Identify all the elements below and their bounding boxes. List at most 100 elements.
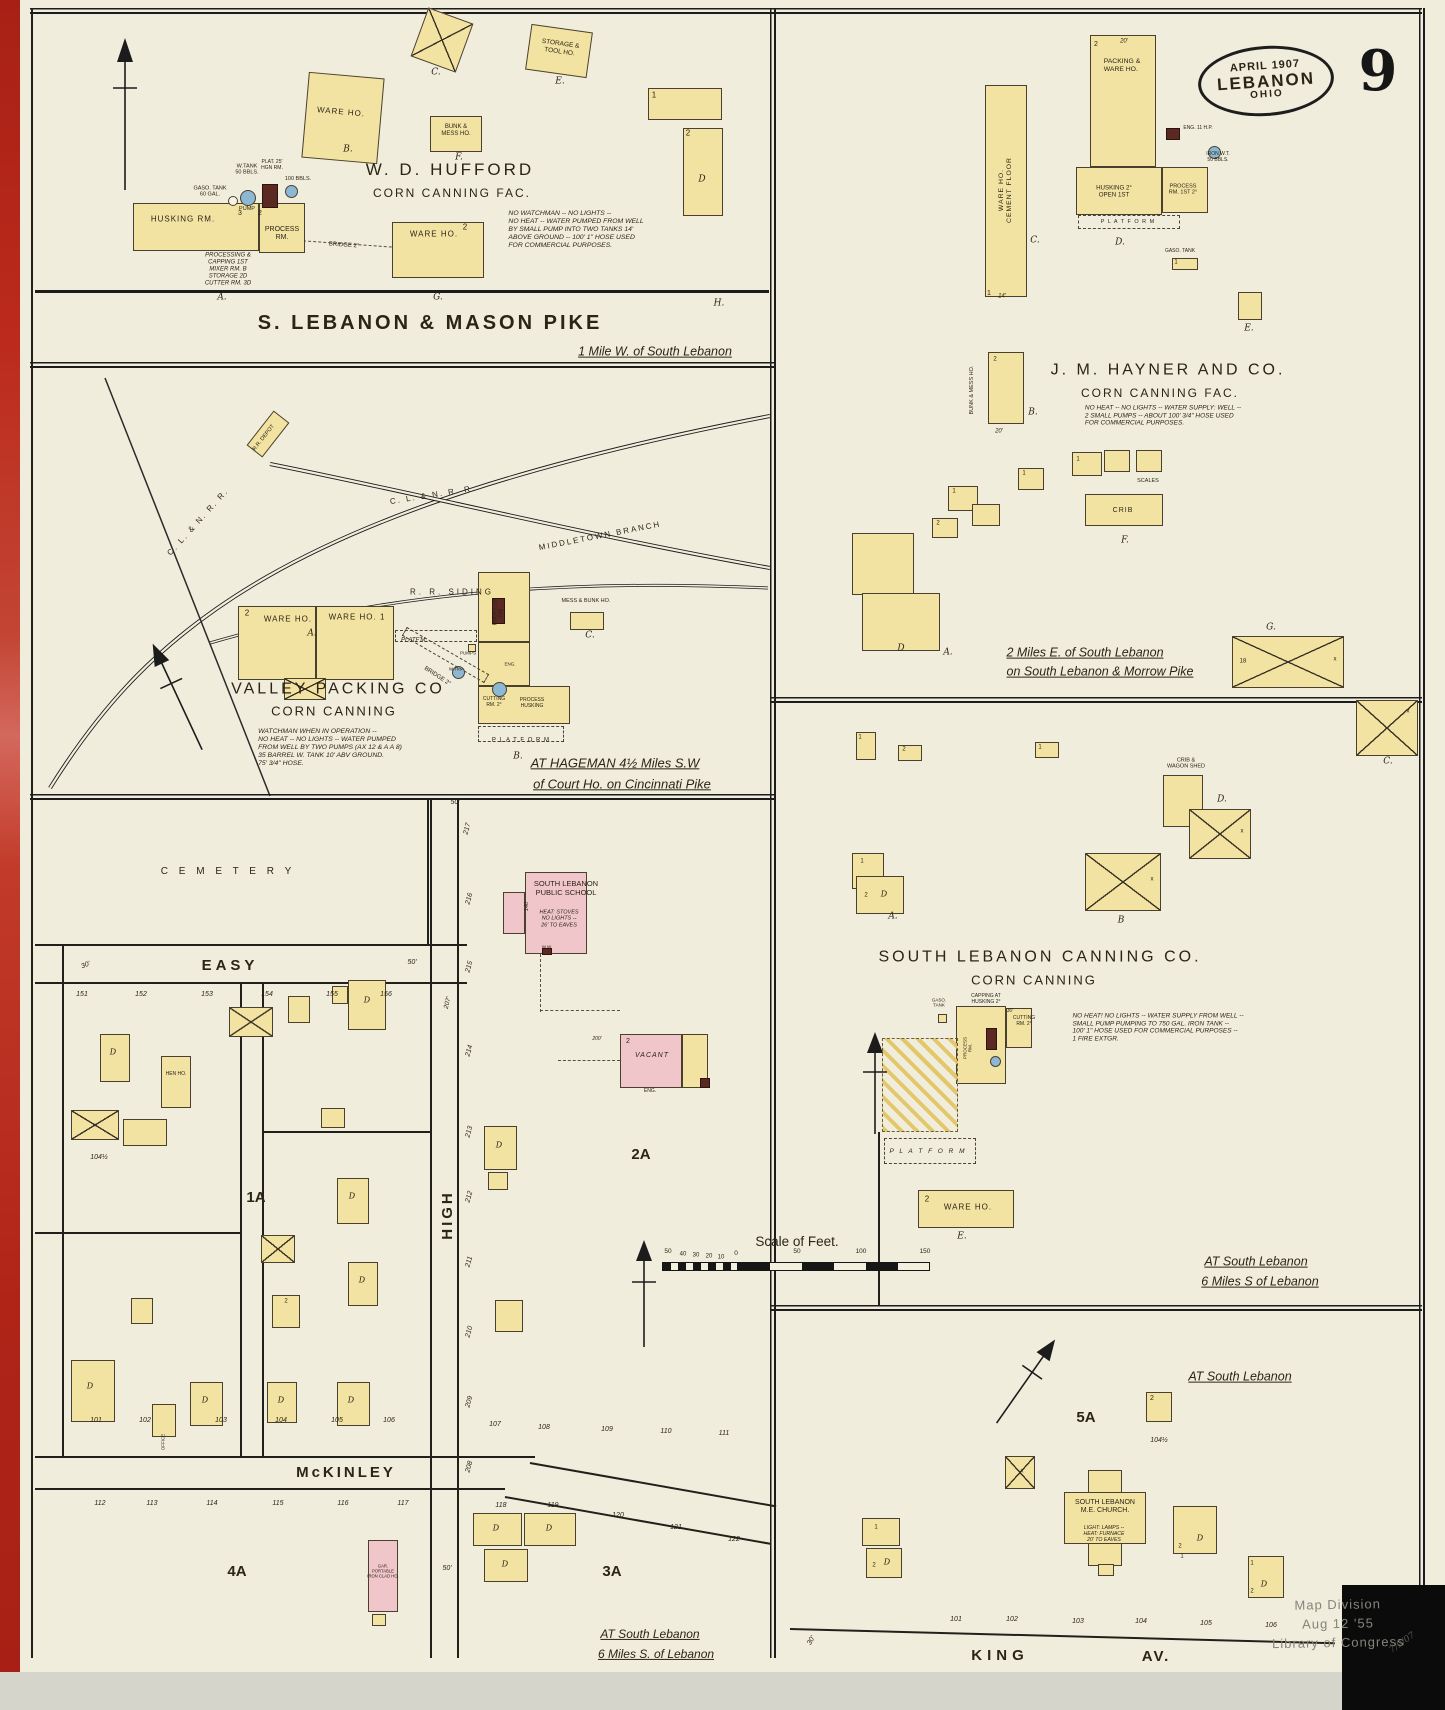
map-label: ENG.	[643, 1088, 657, 1095]
barn-g	[1232, 636, 1344, 688]
map-label: 215	[464, 960, 475, 974]
map-label: HUSKING 2° OPEN 1ST	[1096, 184, 1132, 199]
bld-process-rm	[1162, 167, 1208, 213]
map-label: 156	[380, 990, 392, 998]
slc-notes: NO HEAT! NO LIGHTS -- WATER SUPPLY FROM …	[1072, 1012, 1244, 1043]
dwelling-annex	[332, 986, 348, 1004]
hageman-loc-1: AT HAGEMAN 4½ Miles S.W	[530, 755, 700, 771]
map-label: E.	[1244, 323, 1254, 334]
divider-center	[770, 8, 776, 1658]
map-label: 122	[728, 1535, 740, 1543]
map-label: 116	[337, 1499, 349, 1507]
scale-title: Scale of Feet.	[755, 1234, 839, 1250]
map-label: 2	[1250, 1588, 1254, 1595]
map-label: D	[880, 889, 888, 899]
map-label: x	[1240, 828, 1244, 835]
map-label: CAPPING AT HUSKING 2°	[971, 993, 1001, 1005]
map-label: 213	[464, 1125, 475, 1139]
map-label: 209	[464, 1395, 475, 1409]
map-label: D	[347, 1395, 355, 1405]
dwelling	[100, 1034, 130, 1082]
map-label: E.	[957, 1231, 967, 1242]
bld-crib	[1085, 494, 1163, 526]
map-label: R. R. SIDING	[409, 587, 495, 597]
map-label: C.	[1030, 235, 1040, 246]
map-label: 30'	[806, 1634, 817, 1647]
dwelling	[131, 1298, 153, 1324]
cannery-main	[956, 1006, 1006, 1084]
bld-ware-ho-1-valley	[316, 606, 394, 680]
bld-ware-ho-2	[392, 222, 484, 278]
map-label: WARE HO. CEMENT FLOOR	[997, 157, 1013, 223]
map-label: 2	[626, 1037, 630, 1045]
dwelling	[337, 1382, 370, 1426]
map-label: 115	[272, 1499, 284, 1507]
dwelling	[862, 1518, 900, 1546]
hayner-loc-1: 2 Miles E. of South Lebanon	[1006, 645, 1164, 660]
loc-3a-2: 6 Miles S. of Lebanon	[597, 1646, 715, 1661]
dwelling	[71, 1360, 115, 1422]
binding-edge	[0, 0, 20, 1672]
scan-corner	[1342, 1585, 1445, 1710]
hufford-subtitle: CORN CANNING FAC.	[372, 185, 532, 200]
map-label: HEN HO.	[165, 1071, 187, 1078]
church-transept	[1064, 1492, 1146, 1544]
school-dash	[540, 1010, 620, 1011]
map-label: x	[1150, 876, 1154, 883]
map-label: D	[363, 995, 371, 1005]
map-label: F.	[1121, 535, 1129, 546]
map-label: 104	[275, 1416, 287, 1424]
platform	[478, 726, 564, 742]
sheet-number: 9	[1358, 38, 1398, 104]
map-label: 114	[206, 1499, 218, 1507]
map-label: 113	[146, 1499, 158, 1507]
barn	[1005, 1456, 1035, 1489]
map-label: PROCESS RM.	[264, 225, 300, 241]
map-label: WARE HO. 1	[328, 612, 386, 622]
map-label: D	[1260, 1579, 1268, 1589]
map-label: 107	[489, 1420, 501, 1428]
slc-loc-1: AT South Lebanon	[1204, 1254, 1308, 1269]
map-label: 50'	[407, 958, 417, 966]
street-mckinley-s	[35, 1488, 505, 1490]
bld-mess-bunk-ho	[570, 612, 604, 630]
dwelling	[856, 876, 904, 914]
shed	[1018, 468, 1044, 490]
map-label: 212	[464, 1190, 475, 1204]
school-annex	[503, 892, 525, 934]
office	[152, 1404, 176, 1437]
map-label: C.	[431, 67, 441, 78]
loc-3a-1: AT South Lebanon	[600, 1626, 700, 1641]
map-label: 20'	[1120, 38, 1128, 45]
portable-iron-clad-ho	[368, 1540, 398, 1612]
map-label: 1	[858, 734, 862, 741]
dwelling	[337, 1178, 369, 1224]
street-high-e	[457, 800, 459, 1658]
valley-title: VALLEY PACKING CO	[231, 680, 445, 698]
map-label: 151	[76, 990, 88, 998]
map-label: ENG. 11 H.P.	[1183, 125, 1213, 132]
map-label: 1	[1038, 744, 1042, 751]
street-king-av: AV.	[1141, 1648, 1171, 1666]
map-label: GASO. TANK	[931, 997, 947, 1008]
cannery-wing	[1006, 1008, 1032, 1048]
map-label: 103	[1072, 1617, 1084, 1625]
road-note-mason-pike: 1 Mile W. of South Lebanon	[578, 344, 732, 359]
border-top	[30, 8, 1422, 14]
shed	[1136, 450, 1162, 472]
dwelling	[1248, 1556, 1284, 1598]
dwelling	[348, 1262, 378, 1306]
map-label: 2	[1150, 1394, 1154, 1402]
map-label: P L A T F O R M	[1100, 218, 1156, 225]
map-label: D	[201, 1395, 209, 1405]
iron-water-tank	[1208, 146, 1221, 159]
map-label: PROCESS RM.	[962, 1036, 973, 1060]
map-label: 211	[464, 1255, 475, 1269]
map-label: 118	[495, 1501, 507, 1509]
border-left	[31, 8, 33, 1658]
map-label: D	[698, 174, 706, 185]
map-label: G.	[1266, 622, 1276, 633]
dwelling	[272, 1295, 300, 1328]
map-label: H.	[713, 298, 725, 309]
map-label: 30	[692, 1252, 700, 1259]
